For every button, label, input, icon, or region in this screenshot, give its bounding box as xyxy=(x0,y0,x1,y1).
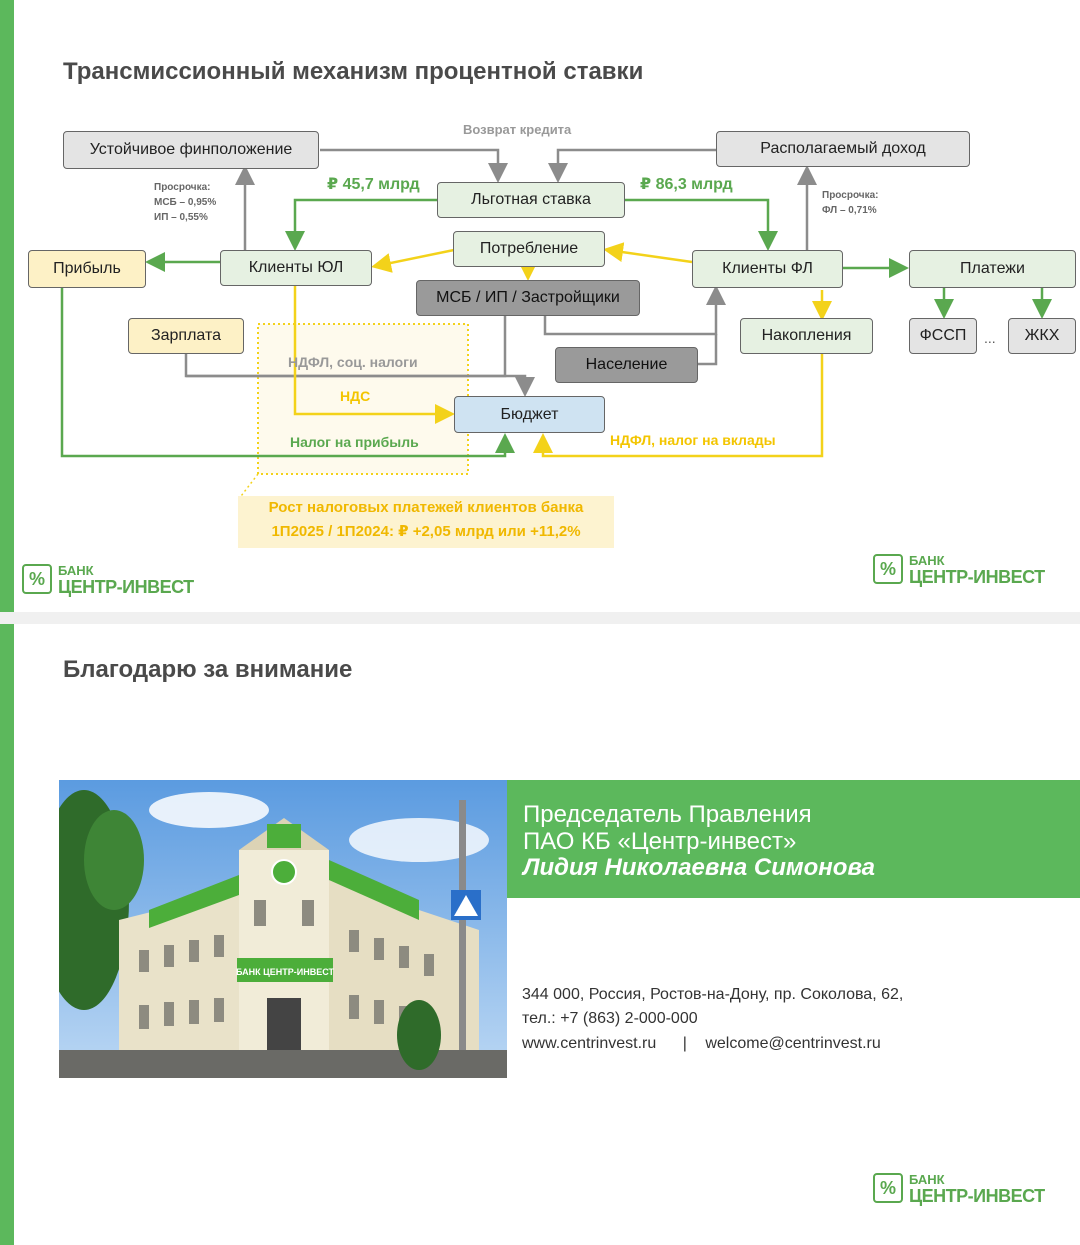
logo-line1: БАНК xyxy=(909,553,945,568)
slide-title: Благодарю за внимание xyxy=(63,656,353,683)
logo-line1: БАНК xyxy=(58,563,94,578)
label-return-credit: Возврат кредита xyxy=(463,122,572,137)
node-rate: Льготная ставка xyxy=(437,182,625,218)
node-zhkh: ЖКХ xyxy=(1008,318,1076,354)
overdue-ul-msb: МСБ – 0,95% xyxy=(154,197,217,208)
logo-line2: ЦЕНТР-ИНВЕСТ xyxy=(909,567,1045,587)
node-consumption: Потребление xyxy=(453,231,605,267)
logo-mark-icon: % xyxy=(873,554,903,584)
label-amount-fl: ₽ 86,3 млрд xyxy=(640,176,733,193)
node-population: Население xyxy=(555,347,698,383)
label-overdue-fl: Просрочка: ФЛ – 0,71% xyxy=(822,188,879,218)
label-profit-tax: Налог на прибыль xyxy=(290,434,419,450)
slide-thanks: Благодарю за внимание Б xyxy=(0,624,1080,1245)
diagram-arrows xyxy=(60,148,1052,501)
node-income: Располагаемый доход xyxy=(716,131,970,167)
node-fssp: ФССП xyxy=(909,318,977,354)
contact-address: 344 000, Россия, Ростов-на-Дону, пр. Сок… xyxy=(522,986,904,1003)
logo-mark-icon: % xyxy=(873,1173,903,1203)
contact-title-band: Председатель Правления ПАО КБ «Центр-инв… xyxy=(507,780,1080,898)
chairman-name: Лидия Николаевна Симонова xyxy=(523,854,875,881)
contact-phone: тел.: +7 (863) 2-000-000 xyxy=(522,1010,698,1027)
node-profit: Прибыль xyxy=(28,250,146,288)
node-msb: МСБ / ИП / Застройщики xyxy=(416,280,640,316)
logo-line1: БАНК xyxy=(909,1172,945,1187)
slide-accent-bar xyxy=(0,624,14,1245)
label-ndfl-deposits: НДФЛ, налог на вклады xyxy=(610,432,776,448)
photo-sign: БАНК ЦЕНТР-ИНВЕСТ xyxy=(236,967,334,977)
overdue-ul-ip: ИП – 0,55% xyxy=(154,212,208,223)
node-budget: Бюджет xyxy=(454,396,605,433)
position-line1: Председатель Правления xyxy=(523,801,812,828)
node-dots: ... xyxy=(984,330,996,346)
overdue-fl-value: ФЛ – 0,71% xyxy=(822,205,877,216)
callout-line2: 1П2025 / 1П2024: ₽ +2,05 млрд или +11,2% xyxy=(271,523,581,540)
tax-growth-callout: Рост налоговых платежей клиентов банка 1… xyxy=(238,496,614,548)
node-salary: Зарплата xyxy=(128,318,244,354)
label-nds: НДС xyxy=(340,388,371,404)
node-savings: Накопления xyxy=(740,318,873,354)
slide-accent-bar xyxy=(0,0,14,612)
separator: | xyxy=(682,1035,687,1052)
logo-line2: ЦЕНТР-ИНВЕСТ xyxy=(909,1186,1045,1206)
callout-line1: Рост налоговых платежей клиентов банка xyxy=(268,499,584,516)
overdue-ul-title: Просрочка: xyxy=(154,182,211,193)
logo-mark-icon: % xyxy=(22,564,52,594)
email-link[interactable]: welcome@centrinvest.ru xyxy=(705,1035,881,1052)
overdue-fl-title: Просрочка: xyxy=(822,190,879,201)
node-clients-fl: Клиенты ФЛ xyxy=(692,250,843,288)
label-overdue-ul: Просрочка: МСБ – 0,95% ИП – 0,55% xyxy=(154,180,216,225)
bank-building-photo: БАНК ЦЕНТР-ИНВЕСТ xyxy=(59,780,507,1078)
node-finpos: Устойчивое финположение xyxy=(63,131,319,169)
slide-title: Трансмиссионный механизм процентной став… xyxy=(63,58,644,85)
website-link[interactable]: www.centrinvest.ru xyxy=(522,1035,657,1052)
label-amount-ul: ₽ 45,7 млрд xyxy=(327,176,420,193)
logo-line2: ЦЕНТР-ИНВЕСТ xyxy=(58,577,194,597)
node-payments: Платежи xyxy=(909,250,1076,288)
node-clients-ul: Клиенты ЮЛ xyxy=(220,250,372,286)
position-line2: ПАО КБ «Центр-инвест» xyxy=(523,828,797,855)
slide-transmission: Трансмиссионный механизм процентной став… xyxy=(0,0,1080,612)
contact-web-row: www.centrinvest.ru | welcome@centrinvest… xyxy=(522,1035,881,1053)
label-ndfl-social: НДФЛ, соц. налоги xyxy=(288,354,418,370)
